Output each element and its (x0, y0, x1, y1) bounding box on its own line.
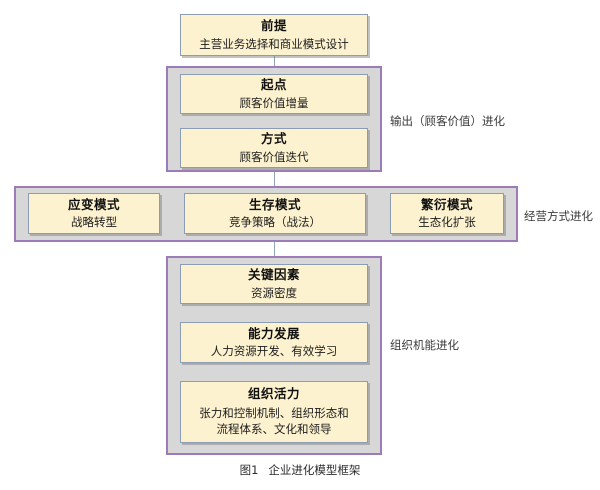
node-subtitle: 顾客价值迭代 (239, 149, 309, 164)
node-title: 能力发展 (247, 325, 300, 341)
node-shengcun-moshi[interactable]: 生存模式 竞争策略（战法） (184, 193, 366, 234)
node-title: 关键因素 (247, 267, 300, 283)
node-subtitle-line-1: 张力和控制机制、组织形态和 (199, 405, 349, 420)
node-title: 生存模式 (248, 196, 301, 212)
node-title: 起点 (260, 77, 287, 93)
node-title: 前提 (260, 18, 287, 34)
node-nengli-fazhan[interactable]: 能力发展 人力资源开发、有效学习 (180, 322, 368, 363)
node-guanjian-yinsu[interactable]: 关键因素 资源密度 (180, 264, 368, 304)
node-title: 方式 (260, 131, 287, 147)
node-subtitle: 战略转型 (71, 215, 117, 230)
node-subtitle: 资源密度 (251, 285, 297, 300)
node-qianti[interactable]: 前提 主营业务选择和商业模式设计 (180, 14, 368, 56)
node-fanyan-moshi[interactable]: 繁衍模式 生态化扩张 (390, 193, 504, 234)
node-qidian[interactable]: 起点 顾客价值增量 (180, 74, 368, 114)
node-subtitle: 人力资源开发、有效学习 (210, 344, 338, 359)
node-subtitle: 顾客价值增量 (239, 95, 309, 110)
node-zuzhi-huoli[interactable]: 组织活力 张力和控制机制、组织形态和 流程体系、文化和领导 (180, 381, 368, 443)
node-subtitle: 生态化扩张 (418, 215, 476, 230)
side-label-output-evolution: 输出（顾客价值）进化 (390, 114, 505, 128)
figure-caption-text: 企业进化模型框架 (268, 463, 361, 477)
node-yingbian-moshi[interactable]: 应变模式 战略转型 (28, 193, 160, 234)
connector-group1-to-group2 (274, 170, 275, 188)
node-title: 应变模式 (67, 196, 120, 212)
node-title: 组织活力 (247, 386, 300, 402)
connector-premise-to-group1 (274, 56, 275, 68)
figure-caption-number: 图1 (239, 463, 259, 477)
connector-group2-to-group3 (274, 240, 275, 258)
node-subtitle-line-2: 流程体系、文化和领导 (216, 422, 332, 437)
figure-caption: 图1 企业进化模型框架 (0, 462, 600, 478)
node-subtitle: 竞争策略（战法） (229, 215, 321, 230)
node-subtitle: 主营业务选择和商业模式设计 (199, 36, 349, 51)
node-title: 繁衍模式 (420, 196, 473, 212)
node-fangshi[interactable]: 方式 顾客价值迭代 (180, 128, 368, 168)
side-label-organizational-function-evolution: 组织机能进化 (390, 338, 459, 352)
side-label-operating-mode-evolution: 经营方式进化 (524, 209, 593, 223)
